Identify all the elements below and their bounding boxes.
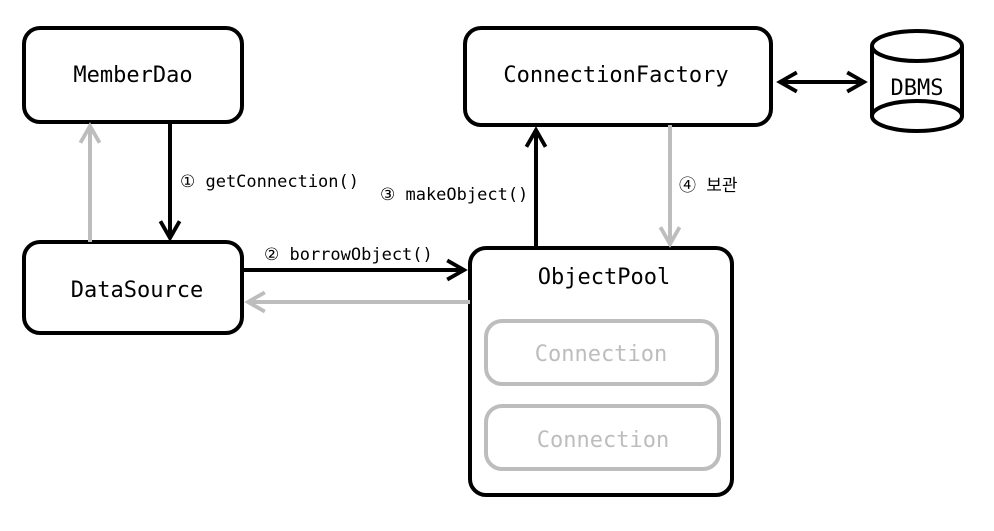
- connection-factory-node: ConnectionFactory: [463, 26, 773, 127]
- data-source-node: DataSource: [22, 240, 244, 335]
- member-dao-node: MemberDao: [22, 26, 244, 124]
- make-object-label: ③ makeObject(): [380, 185, 528, 205]
- dbms-label: DBMS: [891, 76, 944, 101]
- object-pool-node: ObjectPool Connection Connection: [468, 246, 734, 497]
- object-pool-label: ObjectPool: [538, 265, 670, 290]
- connection-factory-label: ConnectionFactory: [503, 63, 728, 88]
- connection-label-2: Connection: [537, 428, 669, 453]
- member-dao-label: MemberDao: [73, 63, 192, 88]
- connection-item-1: Connection: [484, 319, 719, 386]
- data-source-label: DataSource: [71, 278, 203, 303]
- borrow-object-label: ② borrowObject(): [264, 245, 433, 265]
- store-label: ④ 보관: [679, 176, 738, 196]
- connection-item-2: Connection: [484, 404, 721, 471]
- dbms-cylinder: DBMS: [870, 29, 964, 133]
- connection-label-1: Connection: [535, 342, 667, 367]
- get-connection-label: ① getConnection(): [180, 172, 359, 192]
